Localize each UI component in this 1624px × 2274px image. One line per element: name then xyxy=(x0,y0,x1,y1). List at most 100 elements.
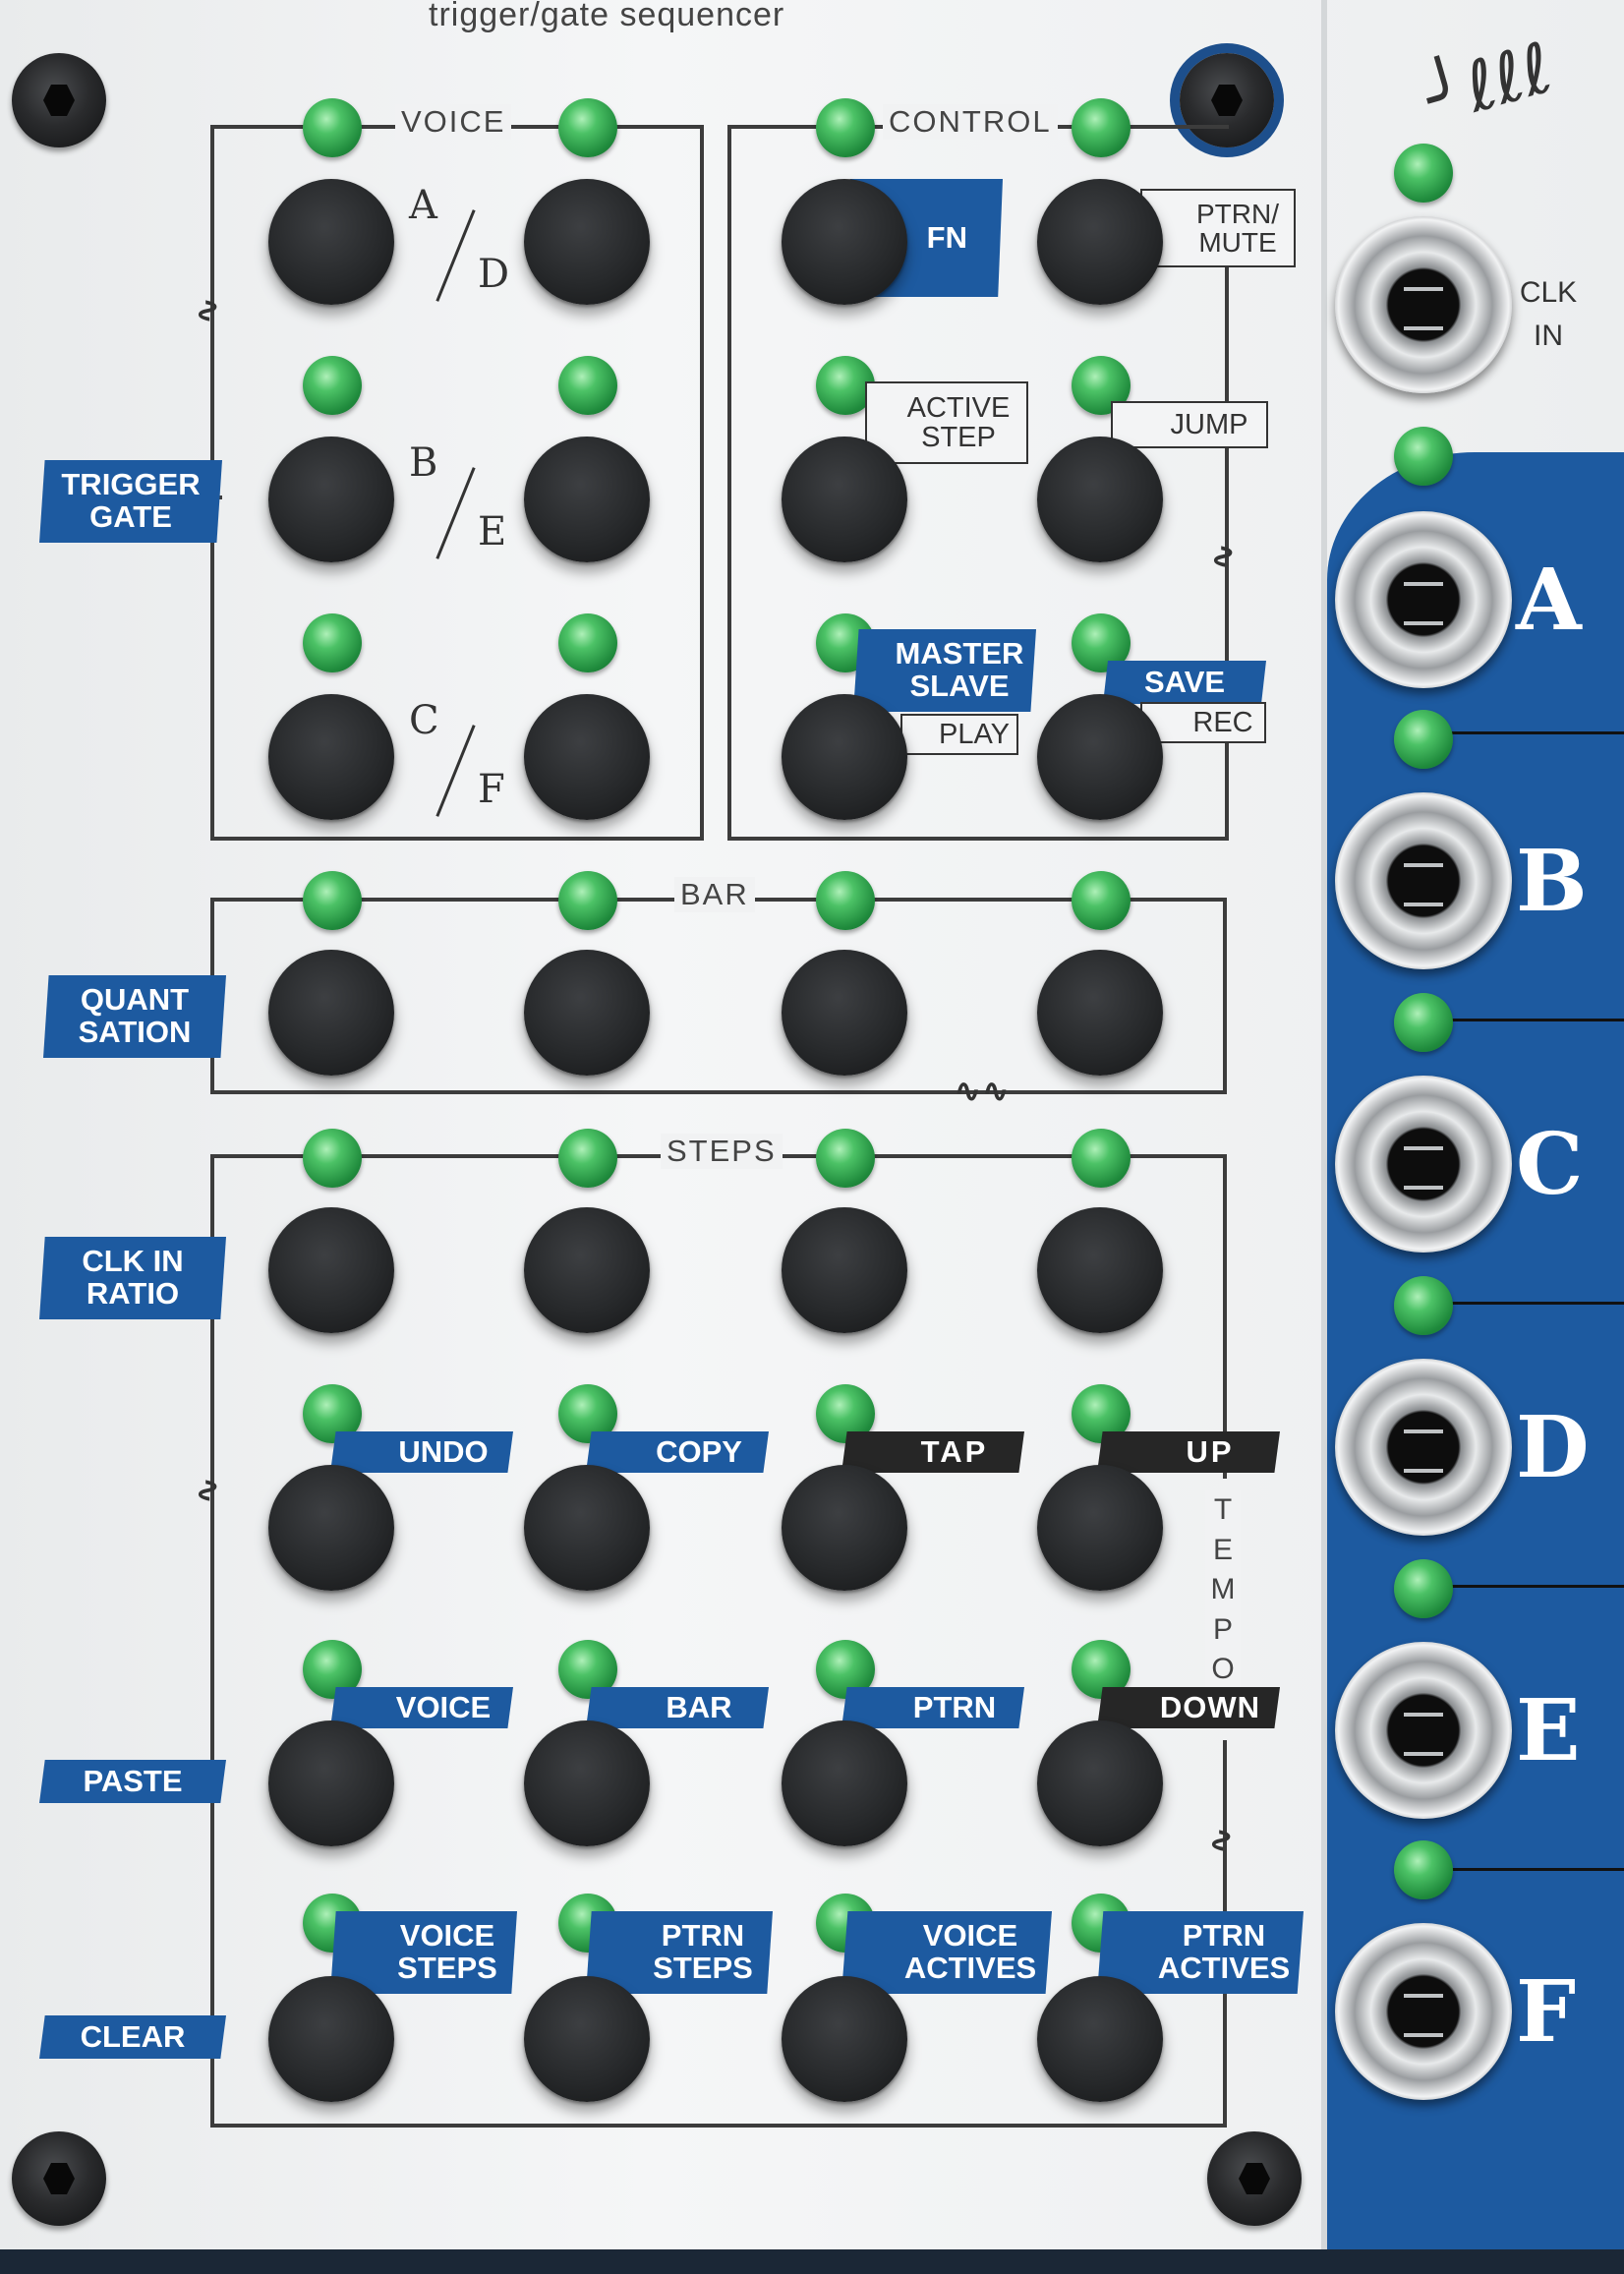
steps-section-label: STEPS xyxy=(661,1134,783,1169)
up-tag: UP xyxy=(1097,1431,1280,1473)
bar-section-label: BAR xyxy=(674,877,755,912)
steps-box-bottom xyxy=(210,2124,1227,2128)
output-jack-e[interactable] xyxy=(1335,1642,1512,1819)
trigger-gate-tag: TRIGGER GATE xyxy=(39,460,222,543)
panel-divider xyxy=(1321,0,1327,2274)
voice-led-c xyxy=(303,613,362,672)
master-slave-button[interactable] xyxy=(782,694,907,820)
output-led-a xyxy=(1394,427,1453,486)
clear-voice-actives-button[interactable] xyxy=(782,1976,907,2102)
save-tag: SAVE xyxy=(1103,661,1266,704)
control-box-right xyxy=(1225,197,1229,841)
master-slave-tag: MASTER SLAVE xyxy=(853,629,1036,712)
down-tag: DOWN xyxy=(1097,1687,1280,1728)
step-button-1[interactable] xyxy=(268,1207,394,1333)
bar-led-3 xyxy=(816,871,875,930)
voice-button-e[interactable] xyxy=(524,437,650,562)
output-divider xyxy=(1445,1019,1624,1021)
voice-button-c[interactable] xyxy=(268,694,394,820)
resistor-symbol: ∿ xyxy=(189,1476,227,1505)
output-led-b xyxy=(1394,710,1453,769)
tap-tempo-button[interactable] xyxy=(782,1465,907,1591)
ptrn-mute-tag: PTRN/ MUTE xyxy=(1140,189,1296,267)
output-jack-b[interactable] xyxy=(1335,792,1512,969)
voice-button-f[interactable] xyxy=(524,694,650,820)
tempo-down-button[interactable] xyxy=(1037,1720,1163,1846)
voice-button-d[interactable] xyxy=(524,179,650,305)
bar-led-1 xyxy=(303,871,362,930)
paste-voice-tag: VOICE xyxy=(330,1687,513,1728)
voice-led-a xyxy=(303,98,362,157)
play-tag: PLAY xyxy=(900,714,1018,755)
step-button-2[interactable] xyxy=(524,1207,650,1333)
voice-led-b xyxy=(303,356,362,415)
step-led-2 xyxy=(558,1129,617,1188)
step-button-3[interactable] xyxy=(782,1207,907,1333)
control-led-ptrn xyxy=(1072,98,1131,157)
resistor-symbol: ∿ xyxy=(1204,542,1243,571)
bar-button-2[interactable] xyxy=(524,950,650,1076)
ptrn-mute-button[interactable] xyxy=(1037,179,1163,305)
clk-led xyxy=(1394,144,1453,203)
output-label-e: E xyxy=(1516,1681,1581,1780)
clear-tag: CLEAR xyxy=(39,2015,226,2059)
resistor-symbol: ∿ xyxy=(189,296,227,325)
voice-led-e xyxy=(558,356,617,415)
module-title: trigger/gate sequencer xyxy=(429,0,785,33)
bar-button-3[interactable] xyxy=(782,950,907,1076)
bar-led-4 xyxy=(1072,871,1131,930)
paste-voice-button[interactable] xyxy=(268,1720,394,1846)
active-step-button[interactable] xyxy=(782,437,907,562)
tempo-label: TEMPO xyxy=(1205,1490,1241,1690)
voice-slash xyxy=(435,725,476,817)
voice-steps-tag: VOICE STEPS xyxy=(330,1911,517,1994)
voice-box-right xyxy=(700,125,704,841)
bar-button-1[interactable] xyxy=(268,950,394,1076)
output-led-d xyxy=(1394,1276,1453,1335)
step-button-4[interactable] xyxy=(1037,1207,1163,1333)
bar-box-right xyxy=(1223,898,1227,1094)
copy-tag: COPY xyxy=(586,1431,769,1473)
output-led-e xyxy=(1394,1559,1453,1618)
steps-box-left xyxy=(210,1154,214,2128)
tempo-up-button[interactable] xyxy=(1037,1465,1163,1591)
step-led-1 xyxy=(303,1129,362,1188)
output-jack-a[interactable] xyxy=(1335,511,1512,688)
clear-ptrn-steps-button[interactable] xyxy=(524,1976,650,2102)
output-label-a: A xyxy=(1516,551,1582,650)
voice-actives-tag: VOICE ACTIVES xyxy=(841,1911,1052,1994)
fn-button[interactable] xyxy=(782,179,907,305)
output-jack-c[interactable] xyxy=(1335,1076,1512,1253)
bar-button-4[interactable] xyxy=(1037,950,1163,1076)
output-jack-f[interactable] xyxy=(1335,1923,1512,2100)
clear-voice-steps-button[interactable] xyxy=(268,1976,394,2102)
output-label-b: B xyxy=(1516,832,1588,931)
voice-letter-c: C xyxy=(409,698,439,743)
clk-in-ratio-tag: CLK IN RATIO xyxy=(39,1237,226,1319)
jump-tag: JUMP xyxy=(1111,401,1268,448)
copy-button[interactable] xyxy=(524,1465,650,1591)
screw-bottom-left xyxy=(12,2131,106,2226)
paste-ptrn-tag: PTRN xyxy=(841,1687,1024,1728)
output-label-c: C xyxy=(1516,1115,1584,1214)
voice-letter-b: B xyxy=(409,440,438,486)
clear-ptrn-actives-button[interactable] xyxy=(1037,1976,1163,2102)
bar-led-2 xyxy=(558,871,617,930)
voice-button-b[interactable] xyxy=(268,437,394,562)
voice-led-f xyxy=(558,613,617,672)
jump-button[interactable] xyxy=(1037,437,1163,562)
output-divider xyxy=(1445,1302,1624,1305)
save-rec-button[interactable] xyxy=(1037,694,1163,820)
output-jack-d[interactable] xyxy=(1335,1359,1512,1536)
output-led-f xyxy=(1394,1840,1453,1899)
voice-button-a[interactable] xyxy=(268,179,394,305)
output-label-f: F xyxy=(1516,1962,1577,2062)
output-divider xyxy=(1445,1868,1624,1871)
paste-bar-button[interactable] xyxy=(524,1720,650,1846)
voice-section-label: VOICE xyxy=(395,104,512,140)
voice-box-bottom xyxy=(210,837,704,841)
paste-ptrn-button[interactable] xyxy=(782,1720,907,1846)
clk-in-jack[interactable] xyxy=(1335,216,1512,393)
control-section-label: CONTROL xyxy=(883,104,1058,140)
undo-button[interactable] xyxy=(268,1465,394,1591)
